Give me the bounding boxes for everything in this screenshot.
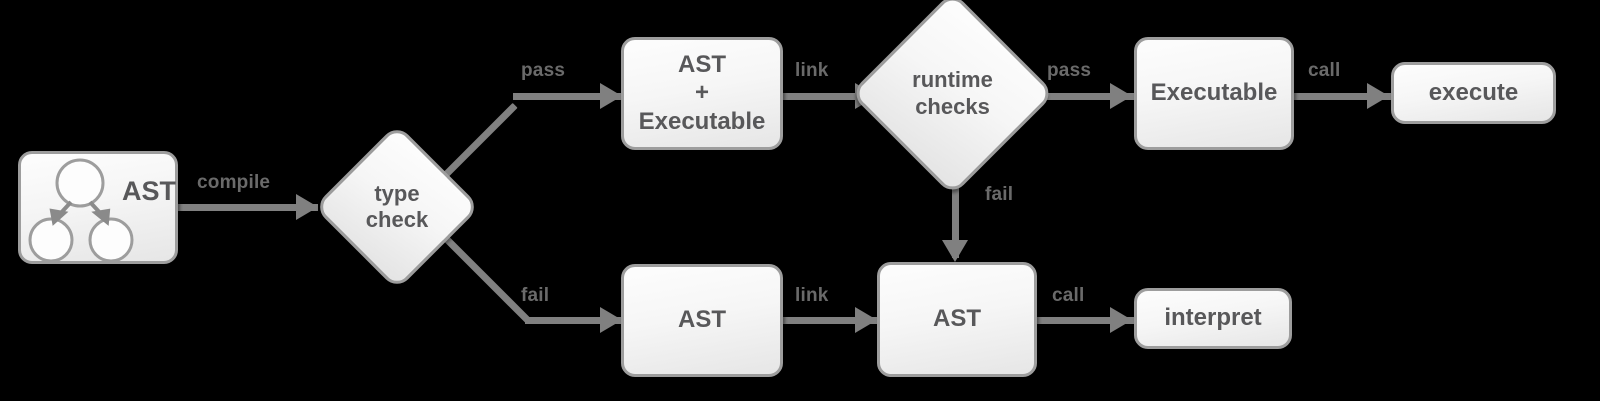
edge-fail-down-line xyxy=(952,150,959,258)
edge-pass-top-line xyxy=(513,93,625,100)
edge-label-fail-down: fail xyxy=(985,184,1014,205)
interpret-label: interpret xyxy=(1164,304,1262,332)
edge-label-pass-right: pass xyxy=(1047,60,1092,81)
node-ast-plus-executable[interactable]: AST + Executable xyxy=(621,37,783,150)
edge-label-fail-bottom: fail xyxy=(521,285,550,306)
ast-lower-label: AST xyxy=(678,306,726,334)
edge-label-link-top: link xyxy=(795,60,829,81)
edge-pass-top-arrowhead xyxy=(600,83,622,109)
edge-link-top-line xyxy=(783,93,883,100)
type-check-label: type check xyxy=(365,180,429,232)
edge-fail-bottom-line xyxy=(525,317,625,324)
edge-compile-arrowhead xyxy=(296,194,318,220)
edge-call-top-arrowhead xyxy=(1367,83,1389,109)
edge-label-call-bottom: call xyxy=(1052,285,1085,306)
edge-label-compile: compile xyxy=(197,172,271,193)
ast-source-label: AST xyxy=(122,176,176,206)
edge-call-top-line xyxy=(1293,93,1393,100)
ast-tree-icon xyxy=(28,158,134,263)
runtime-checks-label: runtime checks xyxy=(912,67,993,119)
ast-plus-executable-label: AST + Executable xyxy=(638,51,766,135)
node-type-check[interactable]: type check xyxy=(313,123,481,291)
edge-fail-down-arrowhead xyxy=(942,240,968,262)
edge-label-call-top: call xyxy=(1308,60,1341,81)
edge-pass-right-line xyxy=(1025,93,1137,100)
node-execute[interactable]: execute xyxy=(1391,62,1556,124)
node-runtime-checks[interactable]: runtime checks xyxy=(849,0,1056,197)
edge-compile-line xyxy=(178,204,318,211)
node-ast-lower[interactable]: AST xyxy=(621,264,783,377)
edge-call-bottom-line xyxy=(1037,317,1135,324)
edge-link-bottom-line xyxy=(783,317,883,324)
executable-label: Executable xyxy=(1150,79,1278,107)
edge-link-bottom-arrowhead xyxy=(855,307,877,333)
node-ast-source[interactable]: AST xyxy=(18,151,178,264)
node-interpret[interactable]: interpret xyxy=(1134,288,1292,349)
execute-label: execute xyxy=(1428,78,1519,106)
edge-label-link-bottom: link xyxy=(795,285,829,306)
node-ast-linked[interactable]: AST xyxy=(877,262,1037,377)
edge-label-pass-top: pass xyxy=(521,60,566,81)
edge-call-bottom-arrowhead xyxy=(1110,307,1132,333)
ast-linked-label: AST xyxy=(933,305,981,333)
node-executable[interactable]: Executable xyxy=(1134,37,1294,150)
edge-pass-right-arrowhead xyxy=(1110,83,1132,109)
edge-fail-bottom-arrowhead xyxy=(600,307,622,333)
